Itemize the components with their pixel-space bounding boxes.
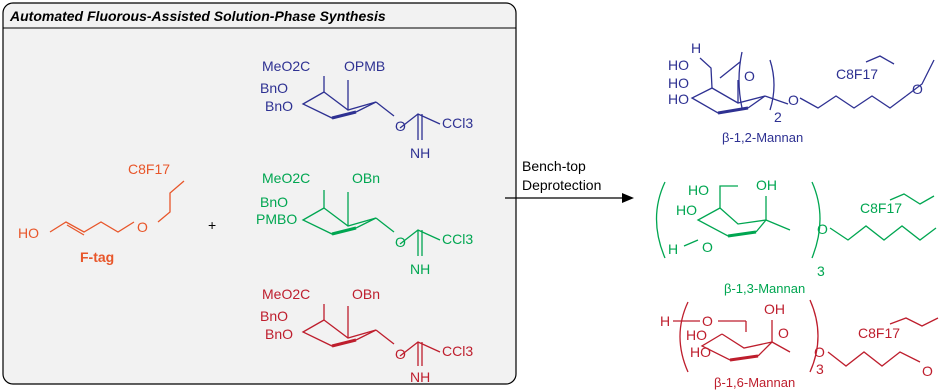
red-sub-2: BnO	[265, 326, 293, 342]
blue-sub-2: BnO	[265, 98, 293, 114]
product-3-ring-o: O	[778, 325, 789, 341]
blue-protecting-top: OPMB	[344, 58, 385, 74]
blue-anomeric-o: O	[395, 118, 406, 134]
product-3-caption: β-1,6-Mannan	[714, 375, 795, 390]
product-2-caption: β-1,3-Mannan	[724, 281, 805, 296]
red-anomeric-o: O	[395, 346, 406, 362]
ftag-structure	[49, 180, 185, 236]
product-3-ho-1: HO	[686, 327, 707, 343]
product-3-repeat: 3	[816, 361, 824, 377]
synthesis-panel	[2, 2, 517, 385]
red-imine: NH	[410, 369, 430, 385]
arrow-label-line2: Deprotection	[522, 177, 601, 193]
product-2-repeat: 3	[817, 263, 825, 279]
panel-title: Automated Fluorous-Assisted Solution-Pha…	[9, 8, 386, 24]
ftag-ether-o: O	[137, 219, 148, 235]
red-ccl3: CCl3	[442, 343, 473, 359]
product-2-ho-2: HO	[676, 202, 697, 218]
green-protecting-top: OBn	[352, 170, 380, 186]
green-donor-ring	[301, 190, 441, 256]
product-3-link-o: O	[814, 344, 825, 360]
product-2-end-group: H	[668, 241, 678, 257]
ftag-hydroxyl: HO	[18, 225, 39, 241]
product-1-ho-3: HO	[668, 91, 689, 107]
product-3-ho-2: HO	[690, 344, 711, 360]
product-1-structure	[690, 51, 935, 115]
blue-ccl3: CCl3	[442, 115, 473, 131]
product-3-ring-o-top: O	[702, 313, 713, 329]
plus-sign: +	[208, 217, 216, 233]
green-ester: MeO2C	[262, 170, 310, 186]
arrow-label-line1: Bench-top	[522, 158, 586, 174]
product-2-ring-o: O	[702, 239, 713, 255]
green-anomeric-o: O	[395, 234, 406, 250]
green-ccl3: CCl3	[442, 231, 473, 247]
product-2-oh-top: OH	[756, 177, 777, 193]
product-1-ring-o: O	[744, 68, 755, 84]
product-3-structure	[673, 299, 939, 373]
product-1-chain: C8F17	[836, 66, 878, 82]
green-imine: NH	[410, 261, 430, 277]
reaction-arrow-head	[622, 193, 634, 203]
green-sub-1: BnO	[260, 194, 288, 210]
blue-imine: NH	[410, 145, 430, 161]
product-2-ho-1: HO	[688, 182, 709, 198]
product-1-link-o: O	[788, 92, 799, 108]
red-protecting-top: OBn	[352, 286, 380, 302]
product-2-link-o: O	[817, 221, 828, 237]
product-2-chain: C8F17	[860, 200, 902, 216]
product-3-chain: C8F17	[858, 325, 900, 341]
ftag-label: F-tag	[80, 249, 114, 265]
red-donor-ring	[301, 304, 441, 366]
blue-donor-ring	[301, 76, 441, 140]
blue-ester: MeO2C	[262, 58, 310, 74]
product-3-term-o: O	[922, 363, 933, 379]
product-1-ho-1: HO	[668, 57, 689, 73]
product-2-structure	[655, 181, 937, 259]
product-3-oh-top: OH	[764, 301, 785, 317]
red-sub-1: BnO	[260, 308, 288, 324]
product-1-end-group: H	[691, 40, 701, 56]
red-ester: MeO2C	[262, 286, 310, 302]
product-1-caption: β-1,2-Mannan	[722, 130, 803, 145]
product-3-end-group: H	[660, 313, 670, 329]
product-1-term-o: O	[912, 81, 923, 97]
green-sub-2: PMBO	[256, 211, 297, 227]
product-1-ho-2: HO	[668, 75, 689, 91]
blue-sub-1: BnO	[260, 80, 288, 96]
ftag-chain: C8F17	[128, 161, 170, 177]
product-1-repeat: 2	[774, 109, 782, 125]
